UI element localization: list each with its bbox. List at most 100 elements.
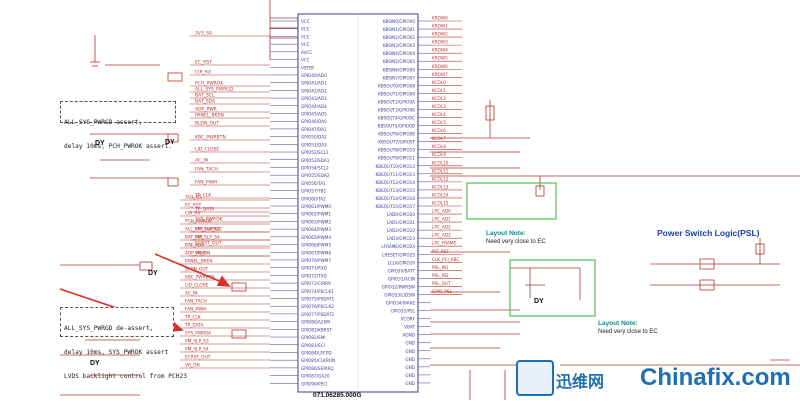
ec-pin-label-right: KBSOUT13/GPIO15 — [376, 188, 416, 193]
net-label-right: PSL_IN2 — [432, 273, 449, 278]
ec-pin-label-right: KBSIN4/GPIO04 — [383, 51, 416, 56]
net-label-right: KCOL5 — [432, 120, 446, 125]
note-sys-pwrok-line-1: ALL_SYS_PWRGD de-assert, — [64, 325, 154, 332]
ec-pin-label-right: VBAT — [404, 325, 415, 330]
net-label-left: FAN_TACH — [195, 167, 218, 173]
ec-pin-label-right: GND — [405, 341, 415, 346]
net-label-left: PM_SLP_S3 — [195, 227, 220, 233]
ec-pin-label-left: VSTBY — [301, 65, 315, 70]
ec-pin-label-right: LAD2/GPIO22 — [387, 228, 416, 233]
ec-pin-label-right: AGND — [403, 333, 415, 338]
layout-note-1-title: Layout Note: — [486, 230, 526, 237]
ec-pin-label-right: GPIO32/PWRSW — [382, 284, 415, 289]
net-label-left: BAT_SCL — [195, 93, 215, 99]
ec-pin-label-left: GPIO82/SMI — [301, 335, 326, 340]
ec-pin-label-right: LRESET/GPIO25 — [382, 252, 415, 257]
ec-pin-label-left: GPIO51/DA3 — [301, 142, 327, 147]
net-label-left: FAN_PWM — [185, 307, 206, 313]
net-label-right: KCOL0 — [432, 80, 446, 85]
ec-pin-label-right: KBSIN5/GPIO05 — [383, 59, 416, 64]
net-label-right: KCOL11 — [432, 168, 449, 173]
ec-pin-label-left: VCC — [301, 58, 310, 63]
ec-pin-label-right: KBSOUT1/GPIO09 — [378, 91, 415, 96]
net-label-left: PCH_PWROK — [185, 219, 212, 225]
ec-pin-label-right: KBSOUT15/GPIO17 — [376, 204, 416, 209]
net-label-right: PLT_RST — [432, 249, 450, 254]
net-label-right: KROW7 — [432, 72, 448, 77]
ec-pin-label-left: GPIO70/PWM7 — [301, 258, 331, 263]
right-nets: KROW0KROW1KROW2KROW3KROW4KROW5KROW6KROW7… — [430, 16, 462, 295]
ec-pin-label-left: GPIO64/PWM3 — [301, 227, 331, 232]
net-label-left: BLON_OUT — [185, 267, 208, 273]
net-label-right: KCOL2 — [432, 96, 446, 101]
net-label-right: KCOL7 — [432, 136, 446, 141]
layout-note-2-body: Need very close to EC — [598, 329, 658, 335]
left-nets: 3V3_S0EC_RSTCIR_RXPCH_PWROKALL_SYS_PWRGD… — [180, 31, 270, 369]
ec-pin-label-left: GPIO87/GA20 — [301, 374, 330, 379]
ec-pin-label-right: KBSIN0/GPIO00 — [383, 19, 416, 24]
ec-pin-label-right: LFRAME/GPIO24 — [381, 244, 415, 249]
net-label-left: PANEL_BKEN — [185, 259, 212, 265]
net-label-left: TP_DATA — [184, 323, 203, 329]
ec-pin-label-left: AVCC — [301, 50, 312, 55]
net-label-right: LPC_AD0 — [432, 209, 451, 214]
net-label-left: ADP_PWR — [195, 107, 217, 113]
net-label-left: ECRST_OUT — [185, 355, 211, 361]
ec-pin-label-left: GPIO90/PECI — [301, 381, 327, 386]
net-label-left: ECRST_OUT — [195, 241, 222, 247]
ec-pin-label-right: KBSOUT4/GPIO0C — [378, 116, 415, 121]
note-sys-pwrok-line-2: delay 10ms, SYS_PWROK assert — [64, 349, 169, 356]
svg-text:DY: DY — [534, 298, 544, 305]
net-label-left: PM_SLP_S4 — [185, 347, 209, 353]
ec-pin-label-right: KBSIN7/GPIO07 — [383, 75, 416, 80]
net-label-left: BAT_SCL — [185, 235, 204, 241]
ec-pin-label-right: GPIO35/PSL — [390, 309, 415, 314]
ec-pin-label-left: GPIO40/AD0 — [301, 73, 327, 78]
ec-pin-label-right: KBSOUT3/GPIO0B — [378, 107, 415, 112]
ec-pin-label-right: KBSIN6/GPIO06 — [383, 67, 416, 72]
ec-pin-label-left: GPIO85/CLKRUN — [301, 358, 335, 363]
net-label-right: PSL_IN1 — [432, 265, 449, 270]
net-label-right: KROW0 — [432, 16, 448, 21]
ec-pin-label-left: VCC — [301, 34, 310, 39]
ec-pin-label-right: KBSIN2/GPIO02 — [383, 35, 416, 40]
note-sys-pwrok: ALL_SYS_PWRGD de-assert, delay 10ms, SYS… — [60, 307, 187, 380]
ec-pin-label-left: GPIO74/PSCLK1 — [301, 289, 334, 294]
net-label-right: KCOL14 — [432, 192, 449, 197]
ec-pin-label-left: GPIO67/PWM6 — [301, 250, 331, 255]
net-label-left: SYS_PWROK — [195, 217, 224, 223]
ec-pin-label-right: KBSOUT0/GPIO08 — [378, 83, 415, 88]
ec-pin-label-left: GPIO61/PWM0 — [301, 204, 331, 209]
ec-pin-label-left: GPIO65/PWM4 — [301, 235, 331, 240]
net-label-left: VR_ON — [185, 363, 200, 369]
net-label-left: BAT_SDA — [185, 243, 204, 249]
net-label-left: AC_IN — [195, 158, 208, 164]
ec-pin-label-right: KBSOUT2/GPIO0A — [378, 99, 415, 104]
ec-pin-label-right: KBSOUT5/GPIO0D — [378, 124, 415, 129]
ec-pin-label-left: GPIO77/PSDAT2 — [301, 312, 334, 317]
watermark-site: Chinafix.com — [640, 364, 791, 391]
net-label-left: KBC_PWRBTN — [195, 135, 226, 141]
net-label-left: 3V3_S0 — [195, 31, 212, 37]
ec-pin-label-left: GPIO63/PWM2 — [301, 219, 331, 224]
net-label-left: TP_DATA — [194, 207, 215, 213]
net-label-left: PCH_PWROK — [195, 81, 224, 87]
net-label-left: LID_CLOSE — [185, 283, 208, 289]
ec-pin-label-left: GPIO43/AD3 — [301, 96, 327, 101]
ec-right-pins: KBSIN0/GPIO00KBSIN1/GPIO01KBSIN2/GPIO02K… — [376, 19, 430, 386]
dy-markers: DY DY DY DY DY — [90, 139, 544, 367]
ec-pin-label-left: GPIO75/PSDAT1 — [301, 297, 334, 302]
ec-pin-label-left: GPIO56/TA1 — [301, 181, 326, 186]
net-label-left: FAN_PWM — [195, 180, 217, 186]
note-pch-pwrok-line-1: ALL_SYS_PWRGD assert, — [64, 119, 143, 126]
ec-pin-label-left: GPIO47/DA1 — [301, 127, 327, 132]
net-label-right: KCOL10 — [432, 160, 449, 165]
ec-pin-label-left: GPIO84/LPCPD — [301, 350, 332, 355]
net-label-right: KROW6 — [432, 64, 448, 69]
net-label-left: ALL_SYS_PWRGD — [195, 87, 234, 93]
ec-pin-label-right: GND — [405, 373, 415, 378]
net-label-right: KROW4 — [432, 48, 448, 53]
net-label-right: KCOL9 — [432, 152, 446, 157]
net-label-right: LPC_AD3 — [432, 233, 451, 238]
net-label-left: CIR_RX — [185, 211, 200, 217]
